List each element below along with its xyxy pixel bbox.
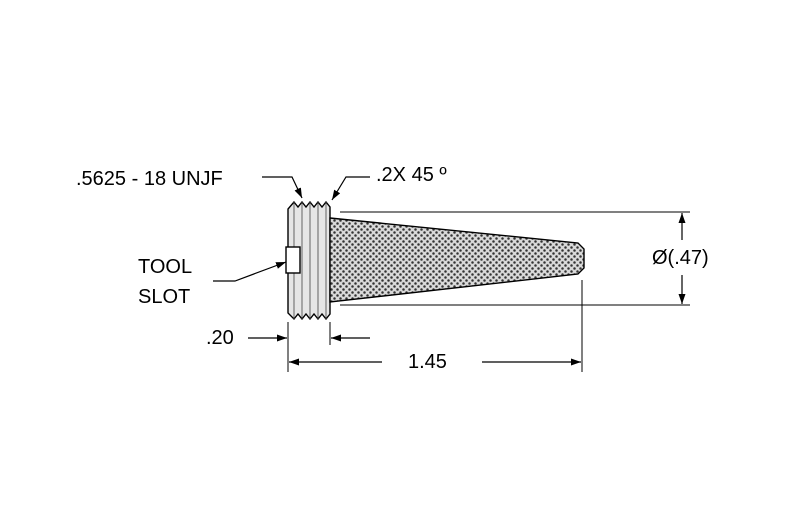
head-length-label: .20 bbox=[206, 327, 234, 349]
thread-spec-label: .5625 - 18 UNJF bbox=[76, 168, 223, 190]
leader-lines bbox=[213, 176, 370, 282]
tool-slot-label-line2: SLOT bbox=[138, 286, 191, 308]
thread-leader bbox=[262, 176, 303, 199]
tool-slot bbox=[285, 246, 301, 274]
tip-diameter-label: Ø(.47) bbox=[652, 247, 709, 269]
overall-length-label: 1.45 bbox=[408, 351, 447, 373]
dimension-lines bbox=[248, 213, 686, 366]
tool-slot-leader bbox=[213, 261, 287, 282]
chamfer-leader bbox=[331, 176, 370, 201]
porous-cone bbox=[329, 217, 585, 303]
chamfer-label: .2X 45 º bbox=[376, 164, 447, 186]
extension-lines bbox=[287, 211, 690, 372]
tool-slot-label-line1: TOOL bbox=[138, 256, 193, 278]
